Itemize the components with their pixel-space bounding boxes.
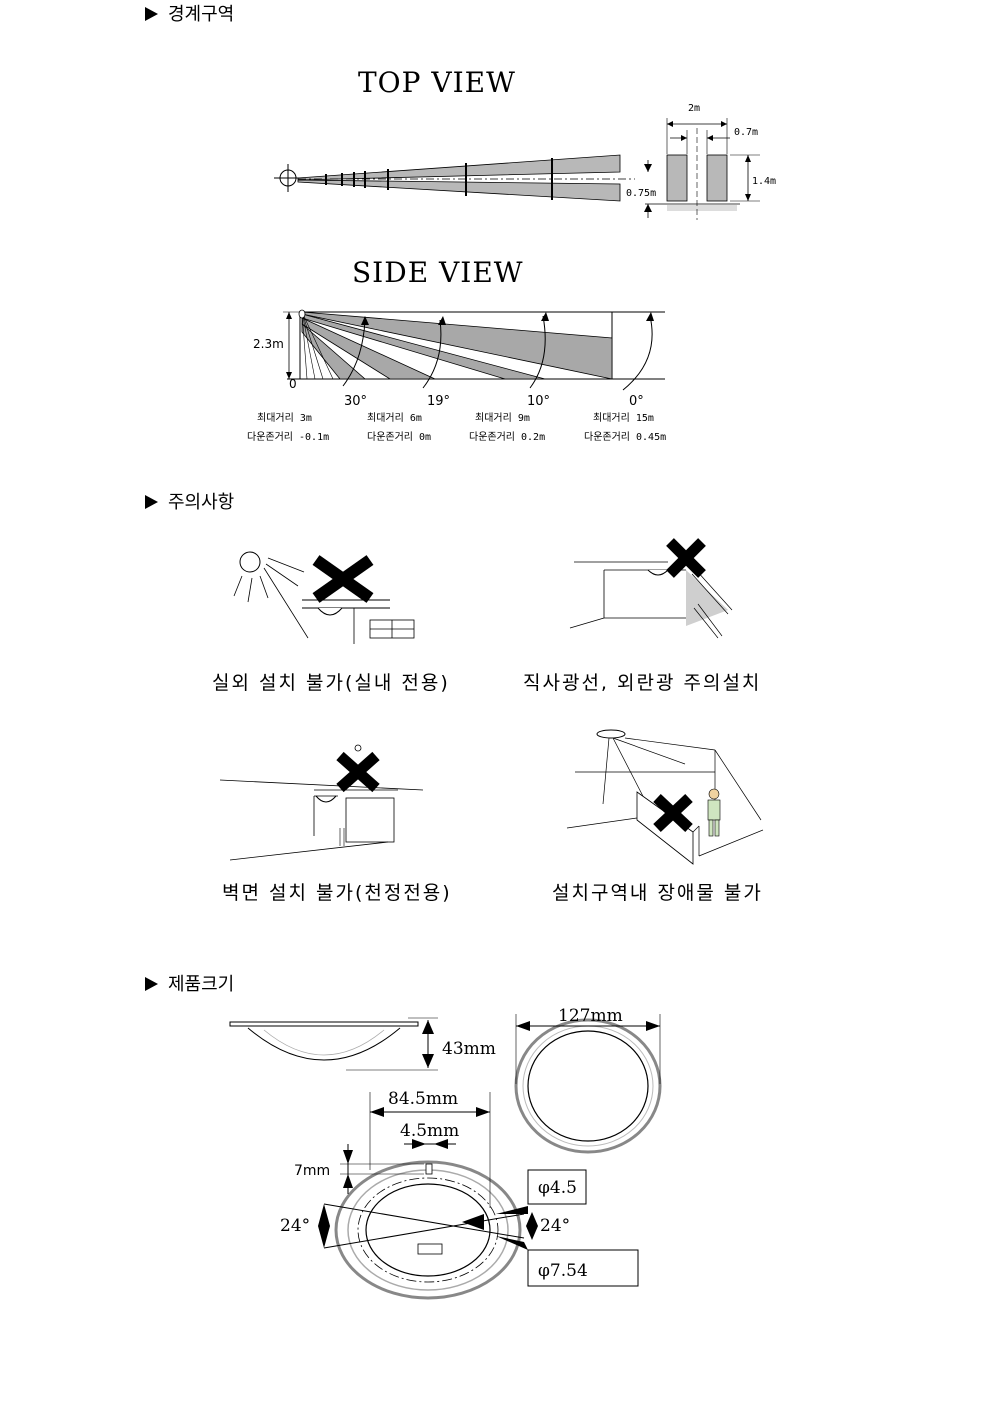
max-distance-15m: 최대거리 15m (593, 412, 654, 424)
max-distance-3m: 최대거리 3m (257, 412, 312, 424)
hole-span-label: 84.5mm (388, 1089, 458, 1109)
triangle-bullet-icon (145, 7, 158, 21)
top-elevation-label: 0.75m (626, 188, 656, 199)
illustration-sunlight (569, 538, 733, 639)
down-distance-15m: 다운존거리 0.45m (584, 431, 666, 443)
slot-depth-label: 7mm (294, 1163, 330, 1179)
person-icon (707, 788, 721, 837)
beam-upper (297, 154, 621, 181)
section-header-zone: 경계구역 (145, 0, 234, 26)
side-beam-30deg (301, 323, 367, 380)
slot-width-label: 4.5mm (400, 1121, 459, 1141)
cross-mark-icon (312, 555, 374, 603)
target-right (706, 154, 728, 202)
section-header-caution: 주의사항 (145, 488, 234, 514)
side-sensor-symbol (298, 309, 306, 319)
caption-obstacle: 설치구역내 장애물 불가 (552, 882, 763, 904)
illustration-obstacle (566, 729, 764, 865)
angle-label-30: 30° (344, 394, 367, 409)
height-dim-label: 43mm (442, 1039, 496, 1059)
angle-label-10: 10° (527, 394, 550, 409)
cross-mark-icon (666, 538, 706, 578)
cross-mark-icon (336, 751, 380, 793)
hole-large-label: φ7.54 (538, 1261, 588, 1281)
caption-sunlight: 직사광선, 외란광 주의설치 (523, 672, 762, 694)
down-distance-9m: 다운존거리 0.2m (469, 431, 545, 443)
top-width-label: 2m (688, 103, 700, 114)
cross-mark-icon (653, 793, 693, 833)
target-left (666, 154, 688, 202)
angle-label-19: 19° (427, 394, 450, 409)
max-distance-6m: 최대거리 6m (367, 412, 422, 424)
illustration-wall (219, 744, 424, 861)
triangle-bullet-icon (145, 495, 158, 509)
down-distance-6m: 다운존거리 0m (367, 431, 431, 443)
caption-outdoor: 실외 설치 불가(실내 전용) (212, 672, 450, 694)
triangle-bullet-icon (145, 977, 158, 991)
angle-right-label: 24° (540, 1216, 570, 1236)
down-distance-3m: 다운존거리 -0.1m (247, 431, 329, 443)
top-height-label: 1.4m (752, 176, 776, 187)
illustration-outdoor (233, 551, 415, 644)
max-distance-9m: 최대거리 9m (475, 412, 530, 424)
section-header-size: 제품크기 (145, 970, 234, 996)
caption-wall: 벽면 설치 불가(천정전용) (222, 882, 452, 904)
product-size-diagram: 43mm 127mm 84.5mm 4.5mm 7mm 24° 24° φ4.5… (229, 1006, 662, 1300)
side-beam-19deg (301, 317, 436, 380)
side-view-diagram: 2.3m 0 30° 19° 10° 0° 최대거리 3m 최대거리 6m 최대… (247, 309, 666, 443)
sun-icon (239, 551, 261, 573)
ceiling-sensor-icon (596, 729, 626, 739)
side-zero-label: 0 (289, 377, 297, 391)
angle-label-0: 0° (629, 394, 644, 409)
side-height-label: 2.3m (253, 337, 284, 351)
top-view-title: TOP VIEW (358, 66, 516, 99)
angle-left-label: 24° (280, 1216, 310, 1236)
top-gap-label: 0.7m (734, 127, 758, 138)
top-view-diagram: 2m 0.7m 1.4m 0.75m (274, 103, 776, 220)
hole-small-label: φ4.5 (538, 1178, 577, 1198)
outer-diameter-label: 127mm (558, 1006, 623, 1026)
side-view-title: SIDE VIEW (352, 256, 524, 289)
beam-lower (297, 179, 621, 202)
